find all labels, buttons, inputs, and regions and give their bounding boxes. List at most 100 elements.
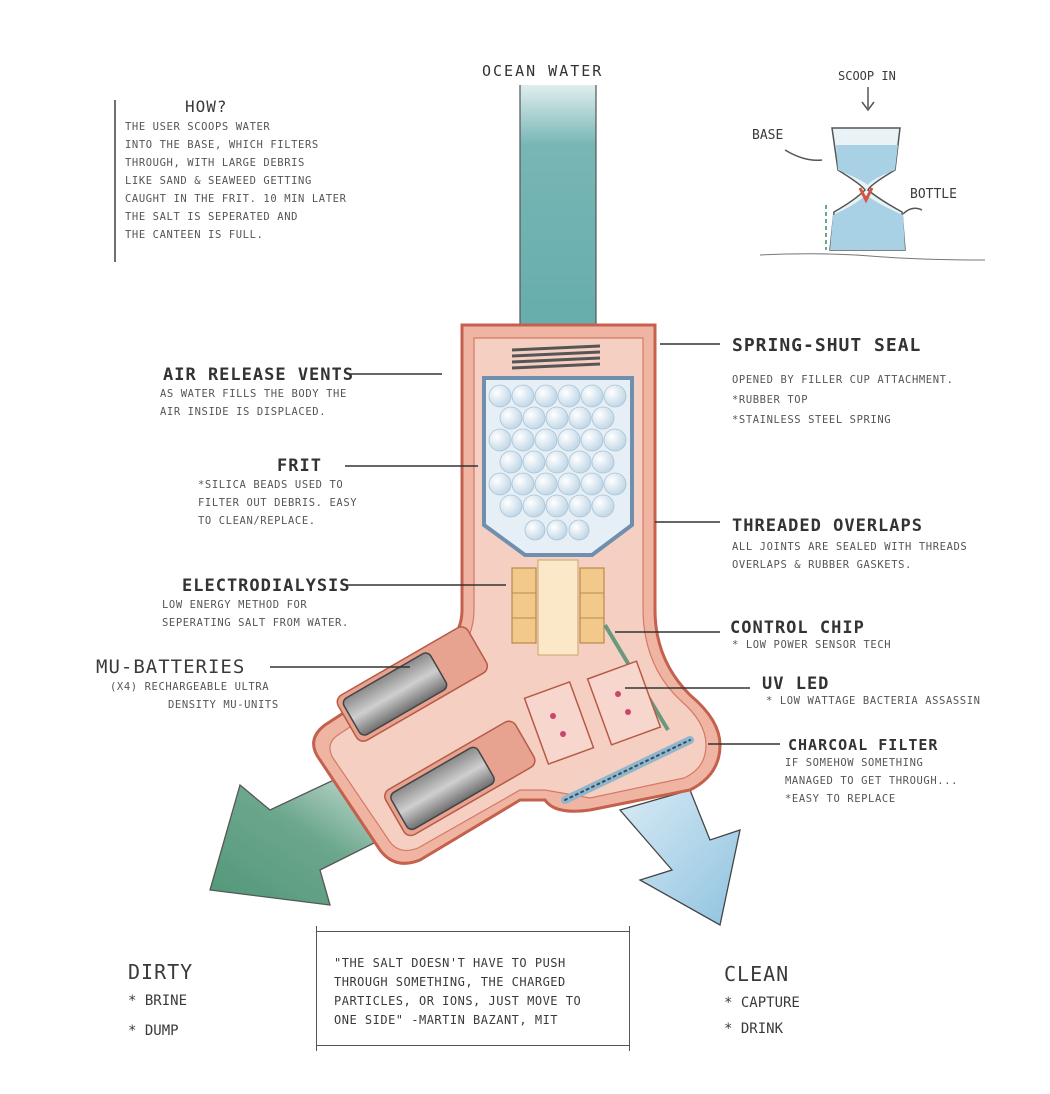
quote-line: PARTICLES, OR IONS, JUST MOVE TO xyxy=(334,994,582,1008)
silica-bead xyxy=(603,472,627,496)
silica-bead xyxy=(557,384,581,408)
electrodialysis-title: ELECTRODIALYSIS xyxy=(182,576,351,596)
batteries-title: MU-BATTERIES xyxy=(96,656,246,678)
control-chip-note: * LOW POWER SENSOR TECH xyxy=(732,639,892,651)
silica-bead xyxy=(568,519,590,541)
note-line: TO CLEAN/REPLACE. xyxy=(198,515,316,527)
silica-bead xyxy=(591,450,615,474)
note-line: MANAGED TO GET THROUGH... xyxy=(785,775,959,787)
charcoal-note: IF SOMEHOW SOMETHING MANAGED TO GET THRO… xyxy=(785,754,958,808)
silica-bead xyxy=(534,384,558,408)
electrodialysis-note: LOW ENERGY METHOD FOR SEPERATING SALT FR… xyxy=(162,596,349,632)
silica-bead xyxy=(580,428,604,452)
how-line: THE SALT IS SEPERATED AND xyxy=(125,211,299,223)
silica-bead xyxy=(511,428,535,452)
silica-bead xyxy=(511,472,535,496)
air-vents-note: AS WATER FILLS THE BODY THE AIR INSIDE I… xyxy=(160,385,347,421)
how-line: LIKE SAND & SEAWEED GETTING xyxy=(125,175,312,187)
silica-bead xyxy=(499,450,523,474)
quote-text: "THE SALT DOESN'T HAVE TO PUSH THROUGH S… xyxy=(334,954,581,1030)
dirty-item: * DUMP xyxy=(128,1023,179,1039)
spring-seal-title: SPRING-SHUT SEAL xyxy=(732,335,922,356)
clean-title: CLEAN xyxy=(724,962,790,986)
clean-item: * CAPTURE xyxy=(724,995,800,1011)
note-line: ALL JOINTS ARE SEALED WITH THREADS xyxy=(732,541,968,553)
uv-led-title: UV LED xyxy=(762,674,830,694)
how-line: INTO THE BASE, WHICH FILTERS xyxy=(125,139,319,151)
clean-outflow-arrow xyxy=(618,789,741,927)
control-chip-title: CONTROL CHIP xyxy=(730,618,865,638)
note-line: OPENED BY FILLER CUP ATTACHMENT. xyxy=(732,374,954,386)
base-label: BASE xyxy=(752,128,784,143)
silica-bead xyxy=(522,406,546,430)
silica-bead xyxy=(488,472,512,496)
frit-chamber xyxy=(482,376,634,557)
how-line: CAUGHT IN THE FRIT. 10 MIN LATER xyxy=(125,193,347,205)
battery-pack xyxy=(336,626,536,837)
quote-box: "THE SALT DOESN'T HAVE TO PUSH THROUGH S… xyxy=(316,926,630,1051)
silica-bead xyxy=(580,384,604,408)
batteries-note: (X4) RECHARGEABLE ULTRA DENSITY MU-UNITS xyxy=(110,678,279,714)
note-line: SEPERATING SALT FROM WATER. xyxy=(162,617,349,629)
silica-bead xyxy=(546,519,568,541)
silica-bead xyxy=(557,472,581,496)
silica-bead xyxy=(488,384,512,408)
how-title: HOW? xyxy=(185,97,228,116)
silica-bead xyxy=(534,472,558,496)
silica-bead xyxy=(522,450,546,474)
dirty-title: DIRTY xyxy=(128,960,194,984)
silica-bead xyxy=(511,384,535,408)
silica-bead xyxy=(499,406,523,430)
silica-bead xyxy=(603,428,627,452)
ocean-water-label: OCEAN WATER xyxy=(482,62,604,80)
spring-seal-note: OPENED BY FILLER CUP ATTACHMENT. *RUBBER… xyxy=(732,370,954,430)
silica-bead xyxy=(591,494,615,518)
quote-line: THROUGH SOMETHING, THE CHARGED xyxy=(334,975,566,989)
electrodialysis-cells xyxy=(511,559,605,656)
silica-bead xyxy=(545,406,569,430)
note-line: *SILICA BEADS USED TO xyxy=(198,479,344,491)
quote-line: "THE SALT DOESN'T HAVE TO PUSH xyxy=(334,956,566,970)
threaded-note: ALL JOINTS ARE SEALED WITH THREADS OVERL… xyxy=(732,538,967,574)
air-vents-title: AIR RELEASE VENTS xyxy=(163,365,354,385)
charcoal-filter xyxy=(561,736,694,804)
uv-led-note: * LOW WATTAGE BACTERIA ASSASSIN xyxy=(766,695,981,707)
note-line: IF SOMEHOW SOMETHING xyxy=(785,757,924,769)
note-line: LOW ENERGY METHOD FOR xyxy=(162,599,308,611)
silica-bead xyxy=(580,472,604,496)
silica-bead xyxy=(568,450,592,474)
note-line: *EASY TO REPLACE xyxy=(785,793,896,805)
silica-bead xyxy=(534,428,558,452)
silica-bead xyxy=(568,406,592,430)
note-line: DENSITY MU-UNITS xyxy=(168,699,279,711)
how-line: THE USER SCOOPS WATER xyxy=(125,121,271,133)
how-line: THROUGH, WITH LARGE DEBRIS xyxy=(125,157,305,169)
threaded-title: THREADED OVERLAPS xyxy=(732,516,923,536)
mini-canteen-sketch xyxy=(759,87,986,261)
quote-line: ONE SIDE" -MARTIN BAZANT, MIT xyxy=(334,1013,559,1027)
frit-note: *SILICA BEADS USED TO FILTER OUT DEBRIS.… xyxy=(198,476,357,530)
frit-title: FRIT xyxy=(277,456,322,476)
clean-item: * DRINK xyxy=(724,1021,784,1037)
note-line: AS WATER FILLS THE BODY THE xyxy=(160,388,347,400)
silica-bead xyxy=(591,406,615,430)
bottle-label: BOTTLE xyxy=(910,187,957,202)
charcoal-title: CHARCOAL FILTER xyxy=(788,736,939,754)
silica-bead xyxy=(499,494,523,518)
silica-bead xyxy=(545,494,569,518)
how-description: THE USER SCOOPS WATER INTO THE BASE, WHI… xyxy=(125,118,347,244)
ocean-water-stream xyxy=(519,85,597,325)
spring-shut-seal-spring xyxy=(511,344,601,370)
leader-lines xyxy=(114,100,780,745)
silica-bead xyxy=(488,428,512,452)
scoop-in-label: SCOOP IN xyxy=(838,69,896,83)
silica-bead xyxy=(557,428,581,452)
note-line: *STAINLESS STEEL SPRING xyxy=(732,414,892,426)
silica-bead xyxy=(603,384,627,408)
dirty-item: * BRINE xyxy=(128,993,188,1009)
silica-bead xyxy=(545,450,569,474)
note-line: OVERLAPS & RUBBER GASKETS. xyxy=(732,559,912,571)
note-line: FILTER OUT DEBRIS. EASY xyxy=(198,497,358,509)
note-line: (X4) RECHARGEABLE ULTRA xyxy=(110,681,270,693)
